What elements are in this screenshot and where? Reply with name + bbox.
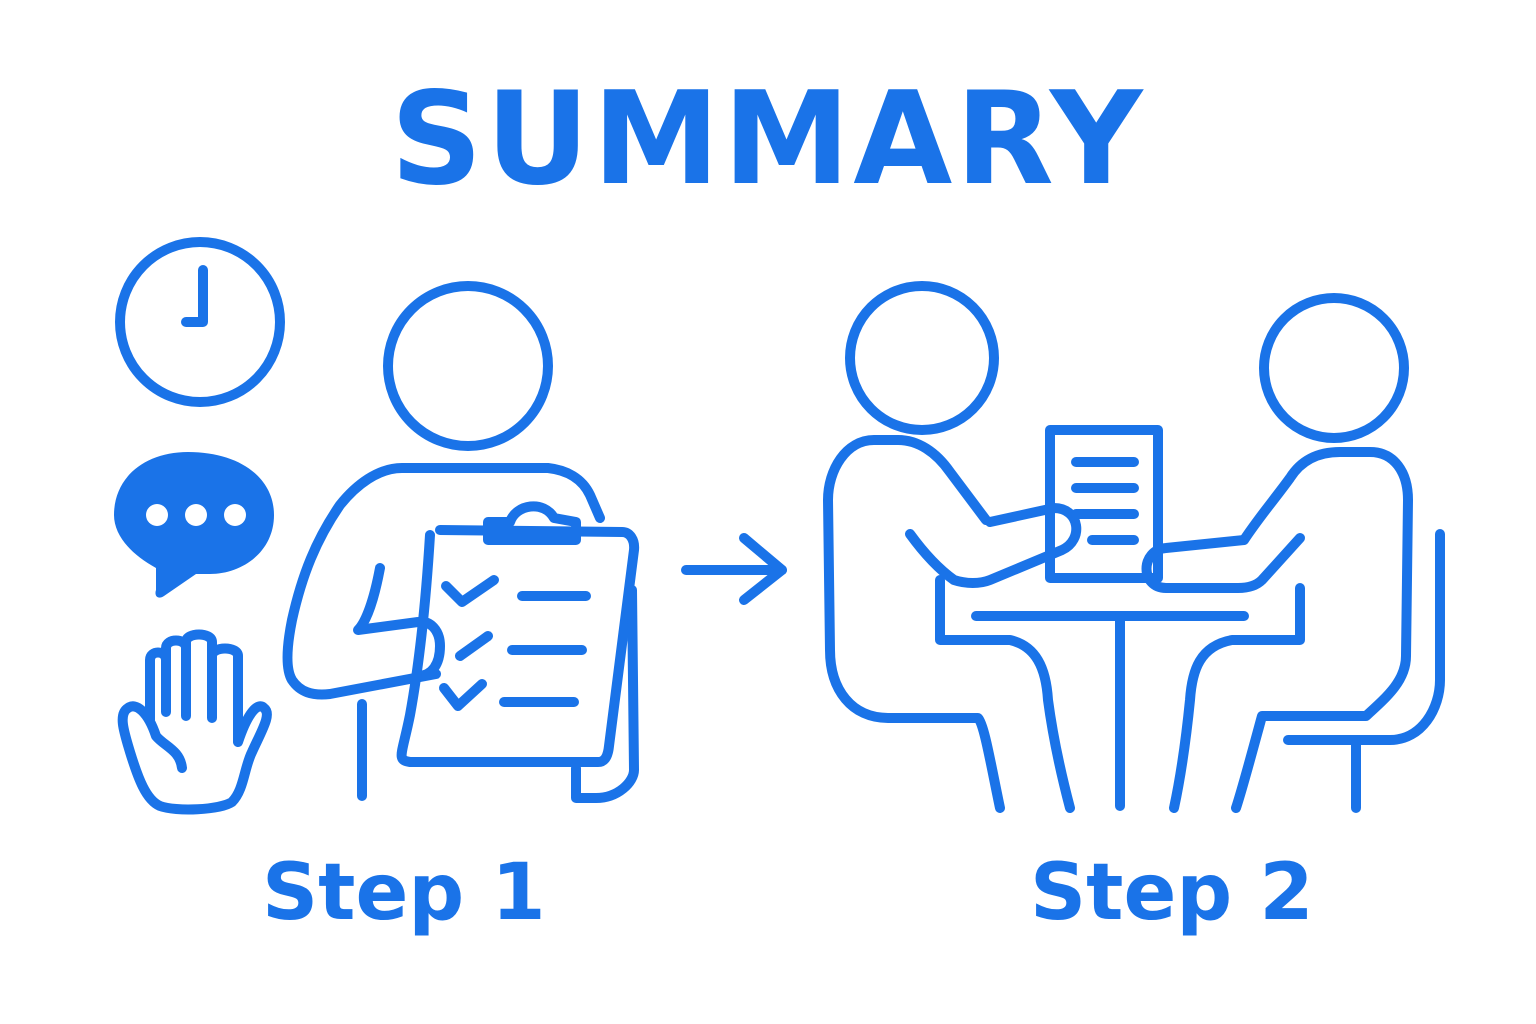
- raised-hand-icon: [117, 629, 272, 815]
- arrow-right-icon: [681, 533, 787, 605]
- clock-icon: [115, 237, 285, 407]
- chat-bubble-icon: [114, 452, 274, 598]
- page-title: SUMMARY: [390, 65, 1146, 214]
- step-2-label: Step 2: [1030, 848, 1314, 938]
- step-1-label: Step 1: [262, 848, 546, 938]
- person-with-checklist-icon: [282, 281, 640, 803]
- two-people-meeting-icon: [823, 281, 1445, 813]
